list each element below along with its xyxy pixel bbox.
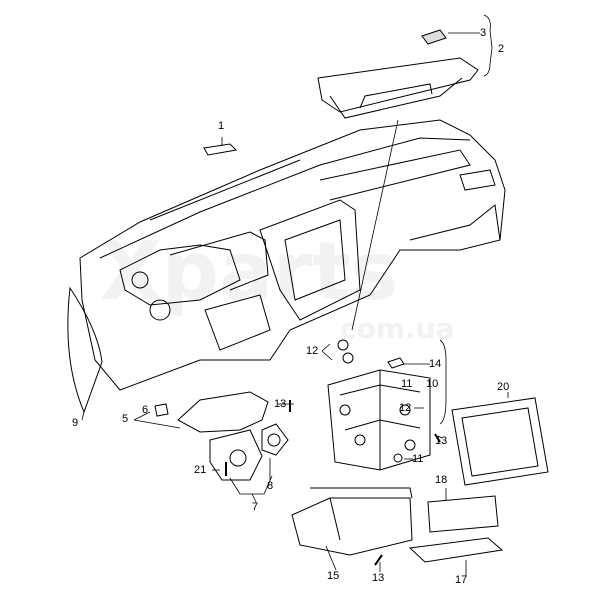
washer (337, 339, 349, 351)
callout-9: 9 (72, 417, 79, 429)
callout-5: 5 (122, 413, 129, 425)
watermark-domain: com.ua (340, 312, 455, 345)
callout-21: 21 (194, 464, 207, 476)
callout-2: 2 (498, 43, 505, 55)
clip (387, 357, 405, 369)
callout-10: 10 (426, 378, 439, 390)
side-trim (67, 286, 103, 414)
callout-11: 11 (401, 378, 413, 390)
leader-lines (81, 14, 509, 576)
callout-17: 17 (455, 574, 468, 586)
dashboard-panel (79, 119, 506, 391)
callout-8: 8 (267, 480, 274, 492)
callout-7: 7 (252, 501, 259, 513)
radio-bracket (327, 369, 431, 471)
callout-14: 14 (429, 358, 442, 370)
bottom-plate (408, 537, 504, 563)
storage-compartment (291, 487, 413, 556)
callout-15: 15 (327, 570, 340, 582)
steering-column-cover (154, 391, 269, 481)
callout-12: 12 (306, 345, 319, 357)
callout-12: 12 (399, 402, 412, 414)
callout-13: 13 (274, 398, 287, 410)
callout-6: 6 (142, 404, 149, 416)
passenger-airbag (317, 57, 479, 119)
callout-13: 13 (372, 572, 385, 584)
washer (342, 352, 354, 364)
callout-1: 1 (218, 120, 225, 132)
screw (374, 554, 383, 566)
callout-3: 3 (480, 27, 487, 39)
ignition-ring (261, 423, 289, 456)
nut (393, 453, 403, 463)
cover-plate (427, 495, 499, 533)
cover-cap (203, 143, 238, 156)
callout-20: 20 (497, 381, 510, 393)
callout-11: 11 (412, 453, 424, 465)
callout-13: 13 (435, 435, 448, 447)
screw (434, 433, 441, 443)
watermark-brand: Xparts (100, 225, 399, 318)
trim-frame (451, 397, 549, 486)
airbag-cover-clip (421, 29, 447, 45)
callout-18: 18 (435, 474, 448, 486)
